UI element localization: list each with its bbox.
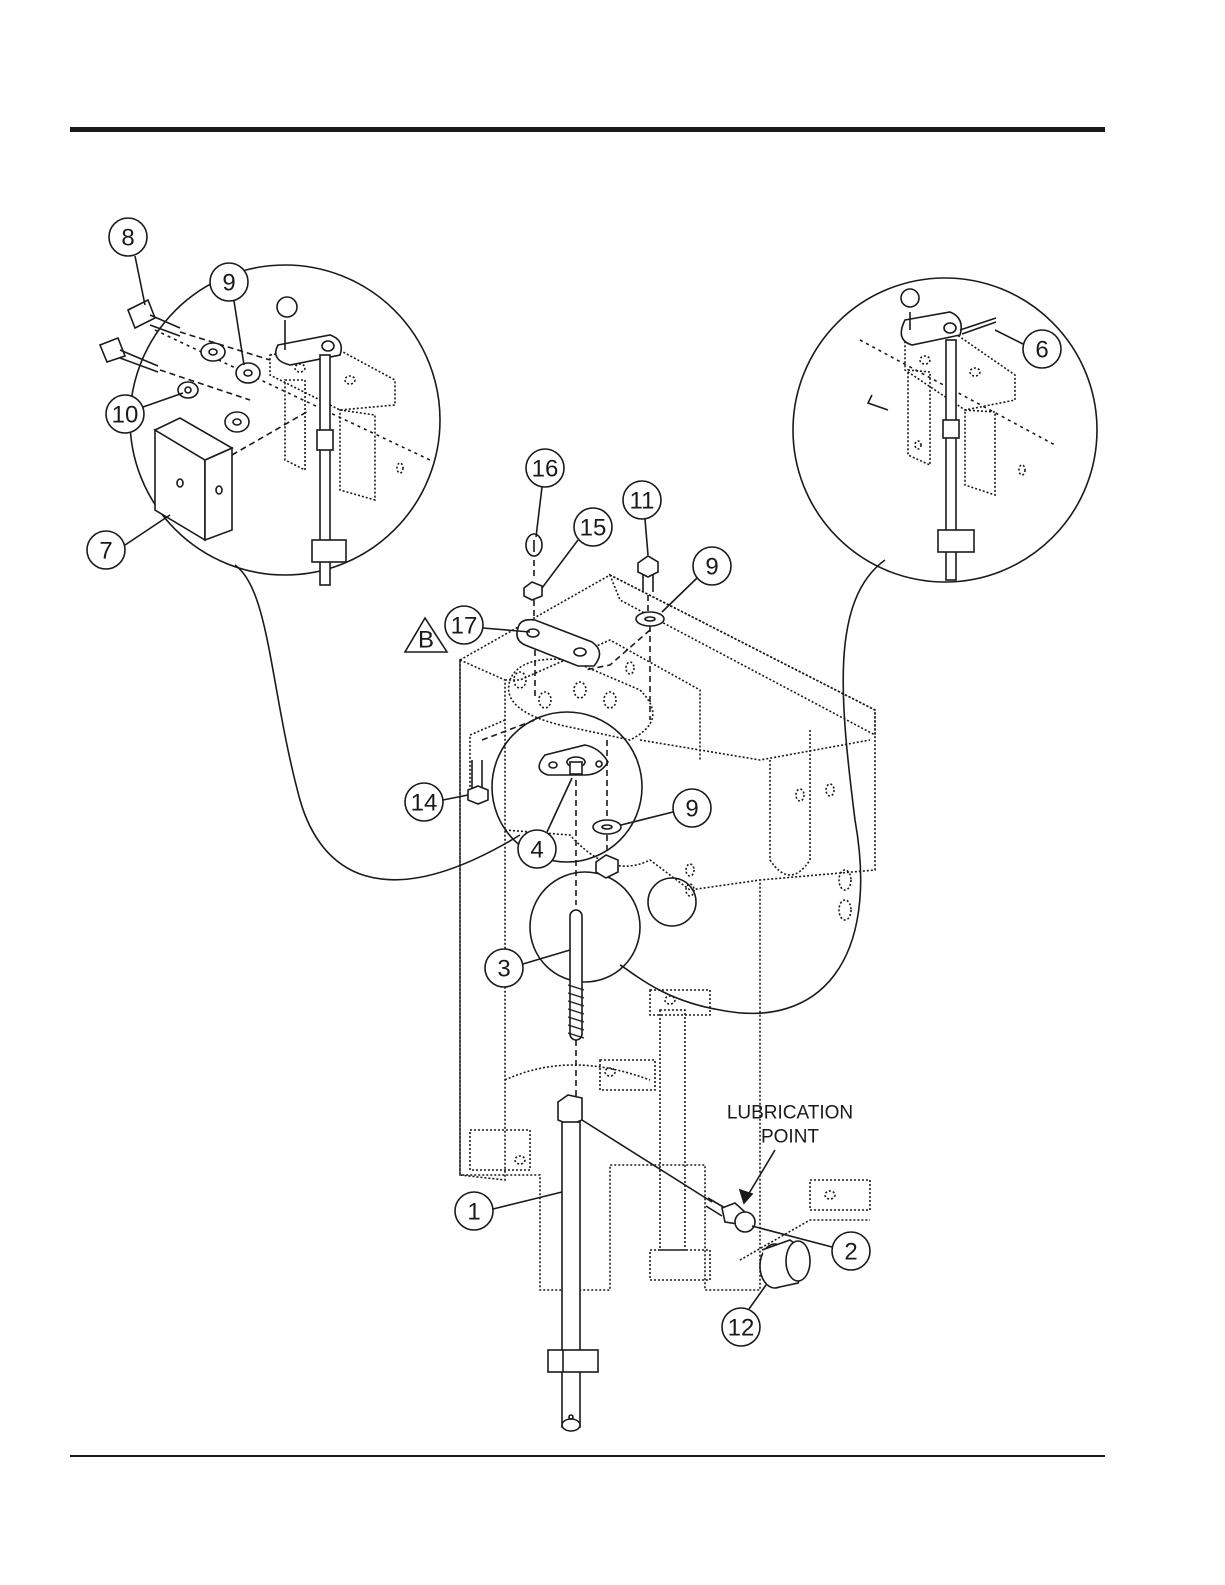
lubrication-note-line1: LUBRICATION <box>727 1103 853 1124</box>
lubrication-note-line2: POINT <box>761 1127 819 1148</box>
callout-10-label: 10 <box>112 402 139 429</box>
callout-4 <box>518 778 572 868</box>
right-detail-parts <box>860 289 1055 580</box>
callout-1-label: 1 <box>467 1199 480 1226</box>
callout-2-label: 2 <box>844 1239 857 1266</box>
callout-3-label: 3 <box>497 956 510 983</box>
callout-17-label: 17 <box>451 613 478 640</box>
callout-9b-label: 9 <box>705 554 718 581</box>
callout-9b <box>662 547 731 612</box>
lubrication-arrow <box>748 1150 775 1195</box>
frame-body <box>460 575 875 1290</box>
callout-14-label: 14 <box>411 790 438 817</box>
callout-4-label: 4 <box>530 837 543 864</box>
callout-11-label: 11 <box>630 488 655 515</box>
detail-circle-rod <box>530 872 640 982</box>
frame-large-hole <box>648 878 696 926</box>
grease-fitting <box>706 1198 755 1232</box>
callout-9c-label: 9 <box>685 796 698 823</box>
callout-6-label: 6 <box>1035 337 1048 364</box>
frame-top-plate <box>509 659 653 740</box>
warning-tag-label: B <box>418 627 434 654</box>
callout-8-label: 8 <box>121 225 134 252</box>
callout-7-label: 7 <box>99 538 112 565</box>
detail-leader-right <box>620 560 885 1013</box>
callout-6 <box>995 330 1061 368</box>
callout-15-label: 15 <box>580 515 607 542</box>
callout-16-label: 16 <box>532 456 559 483</box>
callout-9a-label: 9 <box>222 270 235 297</box>
callout-12-label: 12 <box>728 1315 755 1342</box>
